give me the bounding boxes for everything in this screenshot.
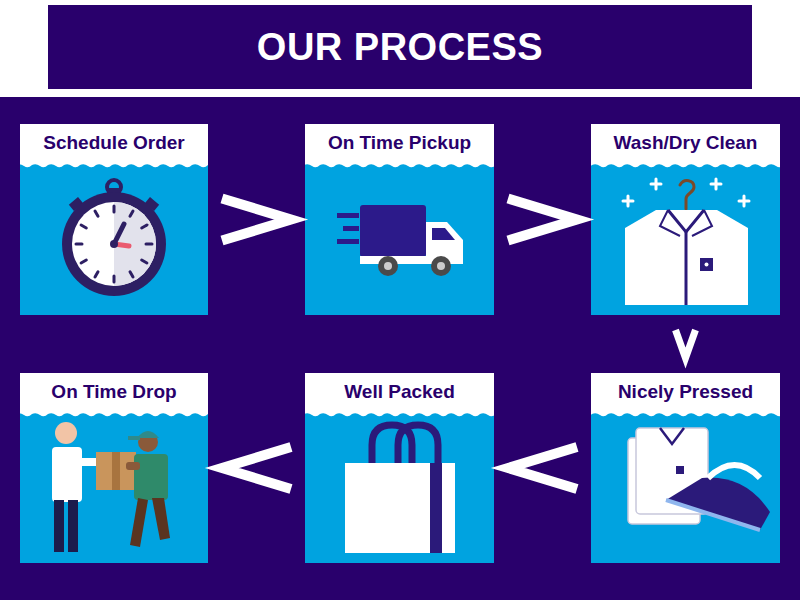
truck-icon (337, 205, 463, 276)
stopwatch-icon (62, 180, 166, 296)
chevron-arrow (508, 447, 577, 489)
title-banner: OUR PROCESS (48, 5, 752, 89)
step-header: On Time Pickup (305, 124, 494, 163)
process-step: Schedule Order (20, 124, 208, 315)
bag-icon (345, 425, 455, 553)
process-step: On Time Pickup (305, 124, 494, 315)
iron-icon (628, 428, 770, 530)
process-step: Nicely Pressed (591, 373, 780, 563)
step-label: Well Packed (344, 381, 455, 403)
title-text: OUR PROCESS (257, 26, 543, 69)
step-header: Nicely Pressed (591, 373, 780, 412)
step-label: Wash/Dry Clean (614, 132, 758, 154)
step-header: Well Packed (305, 373, 494, 412)
chevron-arrow (676, 330, 696, 358)
background-panel (0, 97, 800, 600)
process-step: Wash/Dry Clean (591, 124, 780, 315)
process-step: Well Packed (305, 373, 494, 563)
chevron-arrow (222, 447, 291, 489)
step-header: Schedule Order (20, 124, 208, 163)
shirt-icon (623, 179, 749, 305)
step-label: On Time Pickup (328, 132, 471, 154)
step-header: On Time Drop (20, 373, 208, 412)
process-step: On Time Drop (20, 373, 208, 563)
step-label: Nicely Pressed (618, 381, 753, 403)
step-label: Schedule Order (43, 132, 185, 154)
delivery-icon (52, 422, 170, 552)
panel-grounds (20, 163, 780, 563)
chevron-arrow (508, 199, 577, 241)
step-label: On Time Drop (51, 381, 176, 403)
step-header: Wash/Dry Clean (591, 124, 780, 163)
chevron-arrow (222, 199, 291, 241)
